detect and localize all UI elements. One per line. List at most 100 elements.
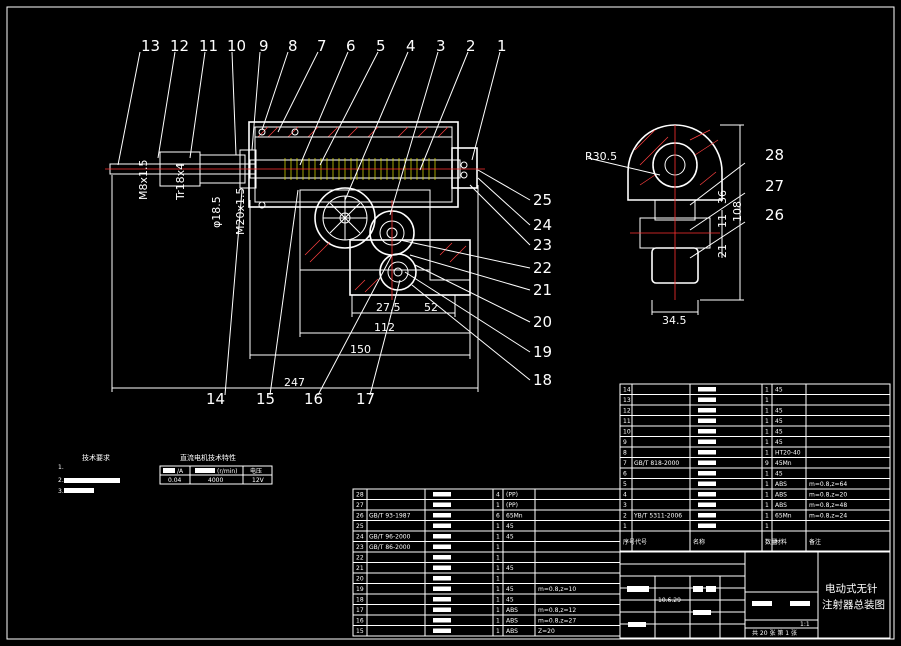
upper-part-note: m=0.8,z=20 <box>809 492 847 499</box>
upper-part-qty: 9 <box>765 460 769 467</box>
dim-112: 112 <box>374 321 395 334</box>
lower-part-name-bar <box>433 597 451 602</box>
lower-part-std: GB/T 96-2000 <box>369 534 411 541</box>
lower-part-std: GB/T 86-2000 <box>369 544 411 551</box>
part-number-4: 4 <box>406 37 416 55</box>
upper-header-cell: 名称 <box>693 538 705 546</box>
lower-part-no: 16 <box>356 618 364 625</box>
lower-part-name-bar <box>433 618 451 623</box>
upper-part-qty: 1 <box>765 502 769 509</box>
lower-part-name-bar <box>433 523 451 528</box>
lower-part-material: (PP) <box>506 502 518 509</box>
lower-part-note: Z=20 <box>538 628 555 635</box>
upper-part-no: 2 <box>623 513 627 520</box>
upper-part-qty: 1 <box>765 418 769 425</box>
part-number-20: 20 <box>533 313 552 331</box>
lower-part-qty: 1 <box>496 565 500 572</box>
lower-part-no: 25 <box>356 523 364 530</box>
upper-part-material: 45 <box>775 429 783 436</box>
part-number-17: 17 <box>356 390 375 408</box>
lower-part-qty: 1 <box>496 502 500 509</box>
part-number-13: 13 <box>141 37 160 55</box>
lower-part-qty: 6 <box>496 513 500 520</box>
motor-v3: 12V <box>252 477 265 484</box>
upper-part-material: 45 <box>775 418 783 425</box>
lower-part-name-bar <box>433 576 451 581</box>
dim-150: 150 <box>350 343 371 356</box>
upper-part-qty: 1 <box>765 397 769 404</box>
upper-part-qty: 1 <box>765 492 769 499</box>
part-number-8: 8 <box>288 37 298 55</box>
part-number-10: 10 <box>227 37 246 55</box>
upper-part-std: GB/T 818-2000 <box>634 460 679 467</box>
motor-v2: 4000 <box>208 477 223 484</box>
part-number-26: 26 <box>765 206 784 224</box>
upper-part-note: m=0.8,z=64 <box>809 481 847 488</box>
lower-part-qty: 4 <box>496 492 500 499</box>
upper-part-no: 8 <box>623 450 627 457</box>
drawing-title-line-1: 电动式无针 <box>825 582 878 595</box>
dim-21: 21 <box>716 244 729 258</box>
part-number-27: 27 <box>765 177 784 195</box>
upper-part-name-bar <box>698 450 716 455</box>
part-number-14: 14 <box>206 390 225 408</box>
dim-52: 52 <box>424 301 438 314</box>
lower-part-material: (PP) <box>506 492 518 499</box>
lower-part-qty: 1 <box>496 628 500 635</box>
lower-part-name-bar <box>433 513 451 518</box>
lower-part-no: 19 <box>356 586 364 593</box>
lower-part-material: 45 <box>506 565 514 572</box>
motor-table-heading: 直流电机技术特性 <box>180 453 236 462</box>
part-number-9: 9 <box>259 37 269 55</box>
lower-part-note: m=0.8,z=12 <box>538 607 576 614</box>
lower-part-name-bar <box>433 555 451 560</box>
part-number-28: 28 <box>765 146 784 164</box>
part-number-7: 7 <box>317 37 327 55</box>
lower-part-name-bar <box>433 502 451 507</box>
title-block-sheet: 共 20 张 第 1 张 <box>752 629 797 637</box>
main-assembly-view: 27.5 52 112 150 247 M8x1.5 Tr18x4 φ18.5 … <box>105 37 552 408</box>
lower-part-qty: 1 <box>496 618 500 625</box>
part-number-2: 2 <box>466 37 476 55</box>
upper-part-material: ABS <box>775 502 787 509</box>
upper-part-name-bar <box>698 513 716 518</box>
motor-h1: /A <box>177 468 184 475</box>
upper-part-material: 45 <box>775 439 783 446</box>
lower-part-name-bar <box>433 565 451 570</box>
part-number-24: 24 <box>533 216 552 234</box>
motor-v1: 0.04 <box>168 477 182 484</box>
part-number-5: 5 <box>376 37 386 55</box>
part-number-12: 12 <box>170 37 189 55</box>
upper-part-no: 9 <box>623 439 627 446</box>
dim-r30-5: R30.5 <box>585 150 617 163</box>
upper-part-no: 14 <box>623 387 631 394</box>
part-number-6: 6 <box>346 37 356 55</box>
upper-table-header: 序号代号名称数量材料备注 <box>619 530 891 552</box>
lower-part-name-bar <box>433 586 451 591</box>
part-number-1: 1 <box>497 37 507 55</box>
lower-part-name-bar <box>433 492 451 497</box>
lower-part-no: 15 <box>356 628 364 635</box>
drawing-title-line-2: 注射器总装图 <box>822 598 885 611</box>
upper-part-no: 3 <box>623 502 627 509</box>
upper-part-qty: 1 <box>765 408 769 415</box>
lower-part-no: 18 <box>356 597 364 604</box>
lower-part-no: 22 <box>356 555 364 562</box>
lower-part-note: m=0.8,z=27 <box>538 618 576 625</box>
dim-27-5: 27.5 <box>376 301 401 314</box>
upper-part-qty: 1 <box>765 523 769 530</box>
part-number-23: 23 <box>533 236 552 254</box>
part-number-3: 3 <box>436 37 446 55</box>
